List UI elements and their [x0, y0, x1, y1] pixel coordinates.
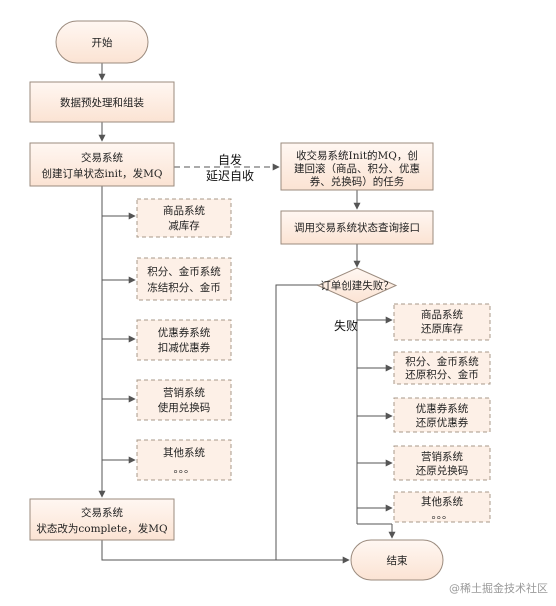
left-subsystem-2-line-1: 积分、金币系统 [147, 265, 221, 278]
trade-complete-line-1: 交易系统 [81, 506, 123, 519]
right-subsystem-2: 积分、金币系统 还原积分、金币 [393, 351, 491, 385]
prep-node: 数据预处理和组装 [29, 81, 175, 123]
right-subsystem-1-line-1: 商品系统 [421, 308, 463, 321]
prep-label: 数据预处理和组装 [60, 96, 144, 109]
right-subsystem-1-line-2: 还原库存 [421, 322, 463, 335]
trade-create-line-2: 创建订单状态init，发MQ [41, 167, 162, 180]
right-subsystem-4-line-2: 还原兑换码 [416, 464, 469, 477]
edge-decision-no [275, 284, 349, 561]
left-subsystem-3: 优惠券系统 扣减优惠券 [136, 319, 232, 361]
left-connectors [98, 63, 350, 564]
trade-create-line-1: 交易系统 [81, 151, 123, 164]
trade-complete-line-2: 状态改为complete，发MQ [36, 522, 168, 535]
left-subsystem-1: 商品系统 减库存 [136, 198, 232, 238]
right-subsystem-2-line-2: 还原积分、金币 [405, 368, 479, 381]
left-subsystem-5: 其他系统 。。。 [136, 439, 232, 481]
receive-mq-line-3: 券、兑换码）的任务 [310, 175, 405, 188]
left-subsystem-2: 积分、金币系统 冻结积分、金币 [136, 257, 232, 301]
end-node: 结束 [350, 539, 444, 581]
right-subsystem-2-line-1: 积分、金币系统 [405, 355, 479, 368]
start-label: 开始 [92, 36, 113, 49]
left-subsystem-3-line-2: 扣减优惠券 [158, 341, 211, 354]
edge-label-fail: 失败 [334, 318, 358, 333]
watermark: @稀土掘金技术社区 [449, 581, 548, 595]
trade-create-node: 交易系统 创建订单状态init，发MQ [29, 142, 175, 187]
left-subsystem-1-line-2: 减库存 [168, 219, 200, 232]
query-label: 调用交易系统状态查询接口 [294, 221, 420, 234]
left-subsystem-2-line-2: 冻结积分、金币 [147, 281, 221, 294]
end-label: 结束 [387, 554, 408, 567]
left-subsystem-5-line-1: 其他系统 [163, 446, 205, 459]
receive-mq-line-1: 收交易系统Init的MQ，创 [296, 149, 418, 162]
left-subsystem-3-line-1: 优惠券系统 [158, 326, 211, 339]
left-subsystem-1-line-1: 商品系统 [163, 204, 205, 217]
right-subsystem-3: 优惠券系统 还原优惠券 [393, 397, 491, 433]
right-connectors [174, 163, 396, 561]
left-subsystem-4-line-1: 营销系统 [163, 386, 205, 399]
right-subsystem-4: 营销系统 还原兑换码 [393, 445, 491, 481]
edge-label-delayed-receive: 延迟自收 [206, 169, 254, 183]
trade-complete-node: 交易系统 状态改为complete，发MQ [29, 498, 175, 541]
right-subsystem-4-line-1: 营销系统 [421, 450, 463, 463]
decision-node: 订单创建失败？ [316, 267, 398, 304]
right-subsystem-3-line-1: 优惠券系统 [416, 402, 469, 415]
edge-trade2-end [101, 540, 350, 564]
query-node: 调用交易系统状态查询接口 [280, 210, 434, 245]
right-subsystem-3-line-2: 还原优惠券 [416, 416, 469, 429]
right-subsystem-5: 其他系统 。。。 [393, 491, 491, 523]
right-subsystem-5-line-1: 其他系统 [421, 495, 463, 508]
receive-mq-line-2: 建回滚（商品、积分、优惠 [294, 162, 420, 175]
right-subsystem-5-line-2: 。。。 [432, 509, 453, 521]
receive-mq-node: 收交易系统Init的MQ，创 建回滚（商品、积分、优惠 券、兑换码）的任务 [280, 142, 434, 191]
edge-label-self-send: 自发 [218, 152, 242, 167]
start-node: 开始 [55, 20, 149, 64]
decision-label: 订单创建失败？ [320, 279, 394, 292]
right-subsystem-1: 商品系统 还原库存 [393, 303, 491, 341]
left-subsystem-5-line-2: 。。。 [174, 463, 195, 475]
left-subsystem-4: 营销系统 使用兑换码 [136, 379, 232, 421]
left-subsystem-4-line-2: 使用兑换码 [158, 401, 211, 414]
